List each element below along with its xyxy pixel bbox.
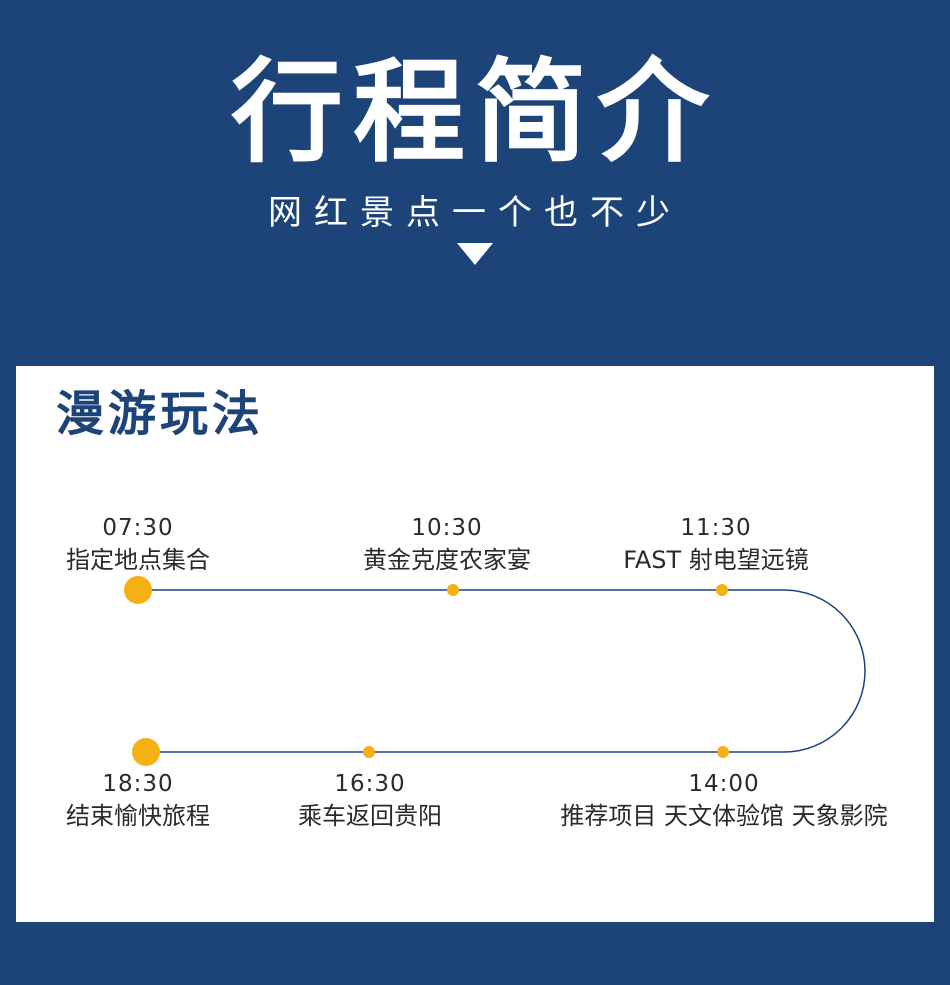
stop-time: 18:30 [102, 771, 174, 797]
stop-time: 16:30 [334, 771, 406, 797]
itinerary-card: 漫游玩法 07:30 指定地点集合 10:30 黄金克度农家宴 11:30 FA… [16, 366, 934, 922]
stop-label: 乘车返回贵阳 [298, 802, 442, 830]
timeline-dot-fast [716, 584, 728, 596]
stop-time: 07:30 [102, 515, 174, 541]
timeline-dot-start [124, 576, 152, 604]
stop-label: 结束愉快旅程 [66, 802, 210, 830]
stop-time: 14:00 [688, 771, 760, 797]
down-arrow-icon [457, 243, 493, 265]
stop-time: 10:30 [411, 515, 483, 541]
timeline-dot-return [363, 746, 375, 758]
stop-label: 指定地点集合 [66, 546, 210, 574]
stop-label: 推荐项目 天文体验馆 天象影院 [560, 802, 888, 830]
stop-label: FAST 射电望远镜 [623, 546, 809, 574]
timeline-dot-lunch [447, 584, 459, 596]
timeline-dot-end [132, 738, 160, 766]
stop-label: 黄金克度农家宴 [363, 546, 531, 574]
page-title: 行程简介 [231, 48, 719, 178]
timeline-path [138, 589, 866, 753]
timeline-route [124, 576, 866, 766]
card-title: 漫游玩法 [56, 386, 265, 442]
page-subtitle: 网红景点一个也不少 [268, 193, 682, 233]
timeline-dot-extra [717, 746, 729, 758]
stop-time: 11:30 [680, 515, 752, 541]
